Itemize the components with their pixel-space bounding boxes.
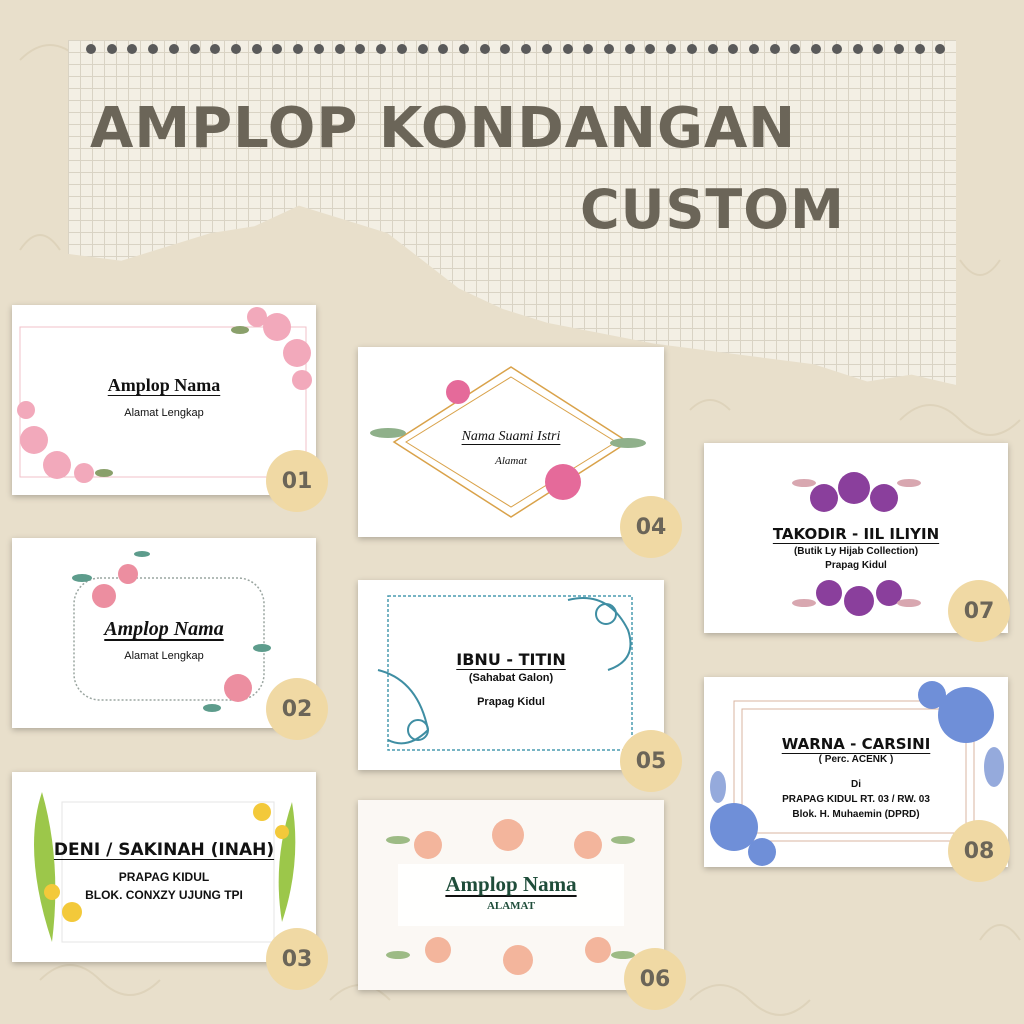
card-04-title: Nama Suami Istri xyxy=(461,429,561,444)
purple-rose-icon xyxy=(764,472,948,616)
card-07-number-badge: 07 xyxy=(948,580,1010,642)
card-01-subtitle: Alamat Lengkap xyxy=(124,407,204,419)
envelope-card-07[interactable]: TAKODIR - IIL ILIYIN (Butik Ly Hijab Col… xyxy=(704,443,1008,633)
peach-flower-band-icon xyxy=(358,800,664,990)
card-05-title: IBNU - TITIN xyxy=(456,650,566,669)
card-08-title: WARNA - CARSINI xyxy=(781,735,931,753)
geometric-diamond-frame-icon xyxy=(370,366,646,518)
card-08-line2: Di xyxy=(851,779,861,790)
notebook-holes xyxy=(86,44,946,58)
envelope-card-06[interactable]: Amplop Nama ALAMAT xyxy=(358,800,664,990)
card-03-line1: PRAPAG KIDUL xyxy=(118,870,210,884)
envelope-card-02[interactable]: Amplop Nama Alamat Lengkap xyxy=(12,538,316,728)
floral-frame-icon xyxy=(72,551,271,712)
card-08-line4: Blok. H. Muhaemin (DPRD) xyxy=(792,809,920,820)
card-08-line1: ( Perc. ACENK ) xyxy=(818,754,894,765)
page-title-line2: CUSTOM xyxy=(580,178,845,241)
card-06-number-badge: 06 xyxy=(624,948,686,1010)
envelope-card-03[interactable]: DENI / SAKINAH (INAH) PRAPAG KIDUL BLOK.… xyxy=(12,772,316,962)
blue-rose-frame-icon xyxy=(710,681,1004,866)
card-03-number-badge: 03 xyxy=(266,928,328,990)
card-02-number-badge: 02 xyxy=(266,678,328,740)
card-03-title: DENI / SAKINAH (INAH) xyxy=(53,840,275,860)
envelope-card-04[interactable]: Nama Suami Istri Alamat xyxy=(358,347,664,537)
teal-swirl-frame-icon xyxy=(377,595,633,751)
card-04-number-badge: 04 xyxy=(620,496,682,558)
card-05-line1: (Sahabat Galon) xyxy=(468,672,554,684)
card-05-line2: Prapag Kidul xyxy=(477,696,545,708)
card-01-number-badge: 01 xyxy=(266,450,328,512)
card-02-subtitle: Alamat Lengkap xyxy=(124,650,204,662)
card-03-line2: BLOK. CONXZY UJUNG TPI xyxy=(85,888,243,902)
envelope-card-05[interactable]: IBNU - TITIN (Sahabat Galon) Prapag Kidu… xyxy=(358,580,664,770)
card-08-number-badge: 08 xyxy=(948,820,1010,882)
yellow-flower-icon xyxy=(34,792,296,943)
card-02-title: Amplop Nama xyxy=(104,618,224,640)
card-06-title: Amplop Nama xyxy=(445,872,577,896)
envelope-card-01[interactable]: Amplop Nama Alamat Lengkap xyxy=(12,305,316,495)
card-06-subtitle: ALAMAT xyxy=(486,900,536,912)
page-title-line1: AMPLOP KONDANGAN xyxy=(90,96,797,161)
card-07-title: TAKODIR - IIL ILIYIN xyxy=(772,525,940,543)
card-04-subtitle: Alamat xyxy=(495,455,527,467)
rose-corner-icon xyxy=(17,307,312,483)
card-01-title: Amplop Nama xyxy=(107,375,221,395)
card-08-line3: PRAPAG KIDUL RT. 03 / RW. 03 xyxy=(782,794,930,805)
card-07-line1: (Butik Ly Hijab Collection) xyxy=(793,546,919,557)
card-05-number-badge: 05 xyxy=(620,730,682,792)
card-07-line2: Prapag Kidul xyxy=(825,560,887,571)
